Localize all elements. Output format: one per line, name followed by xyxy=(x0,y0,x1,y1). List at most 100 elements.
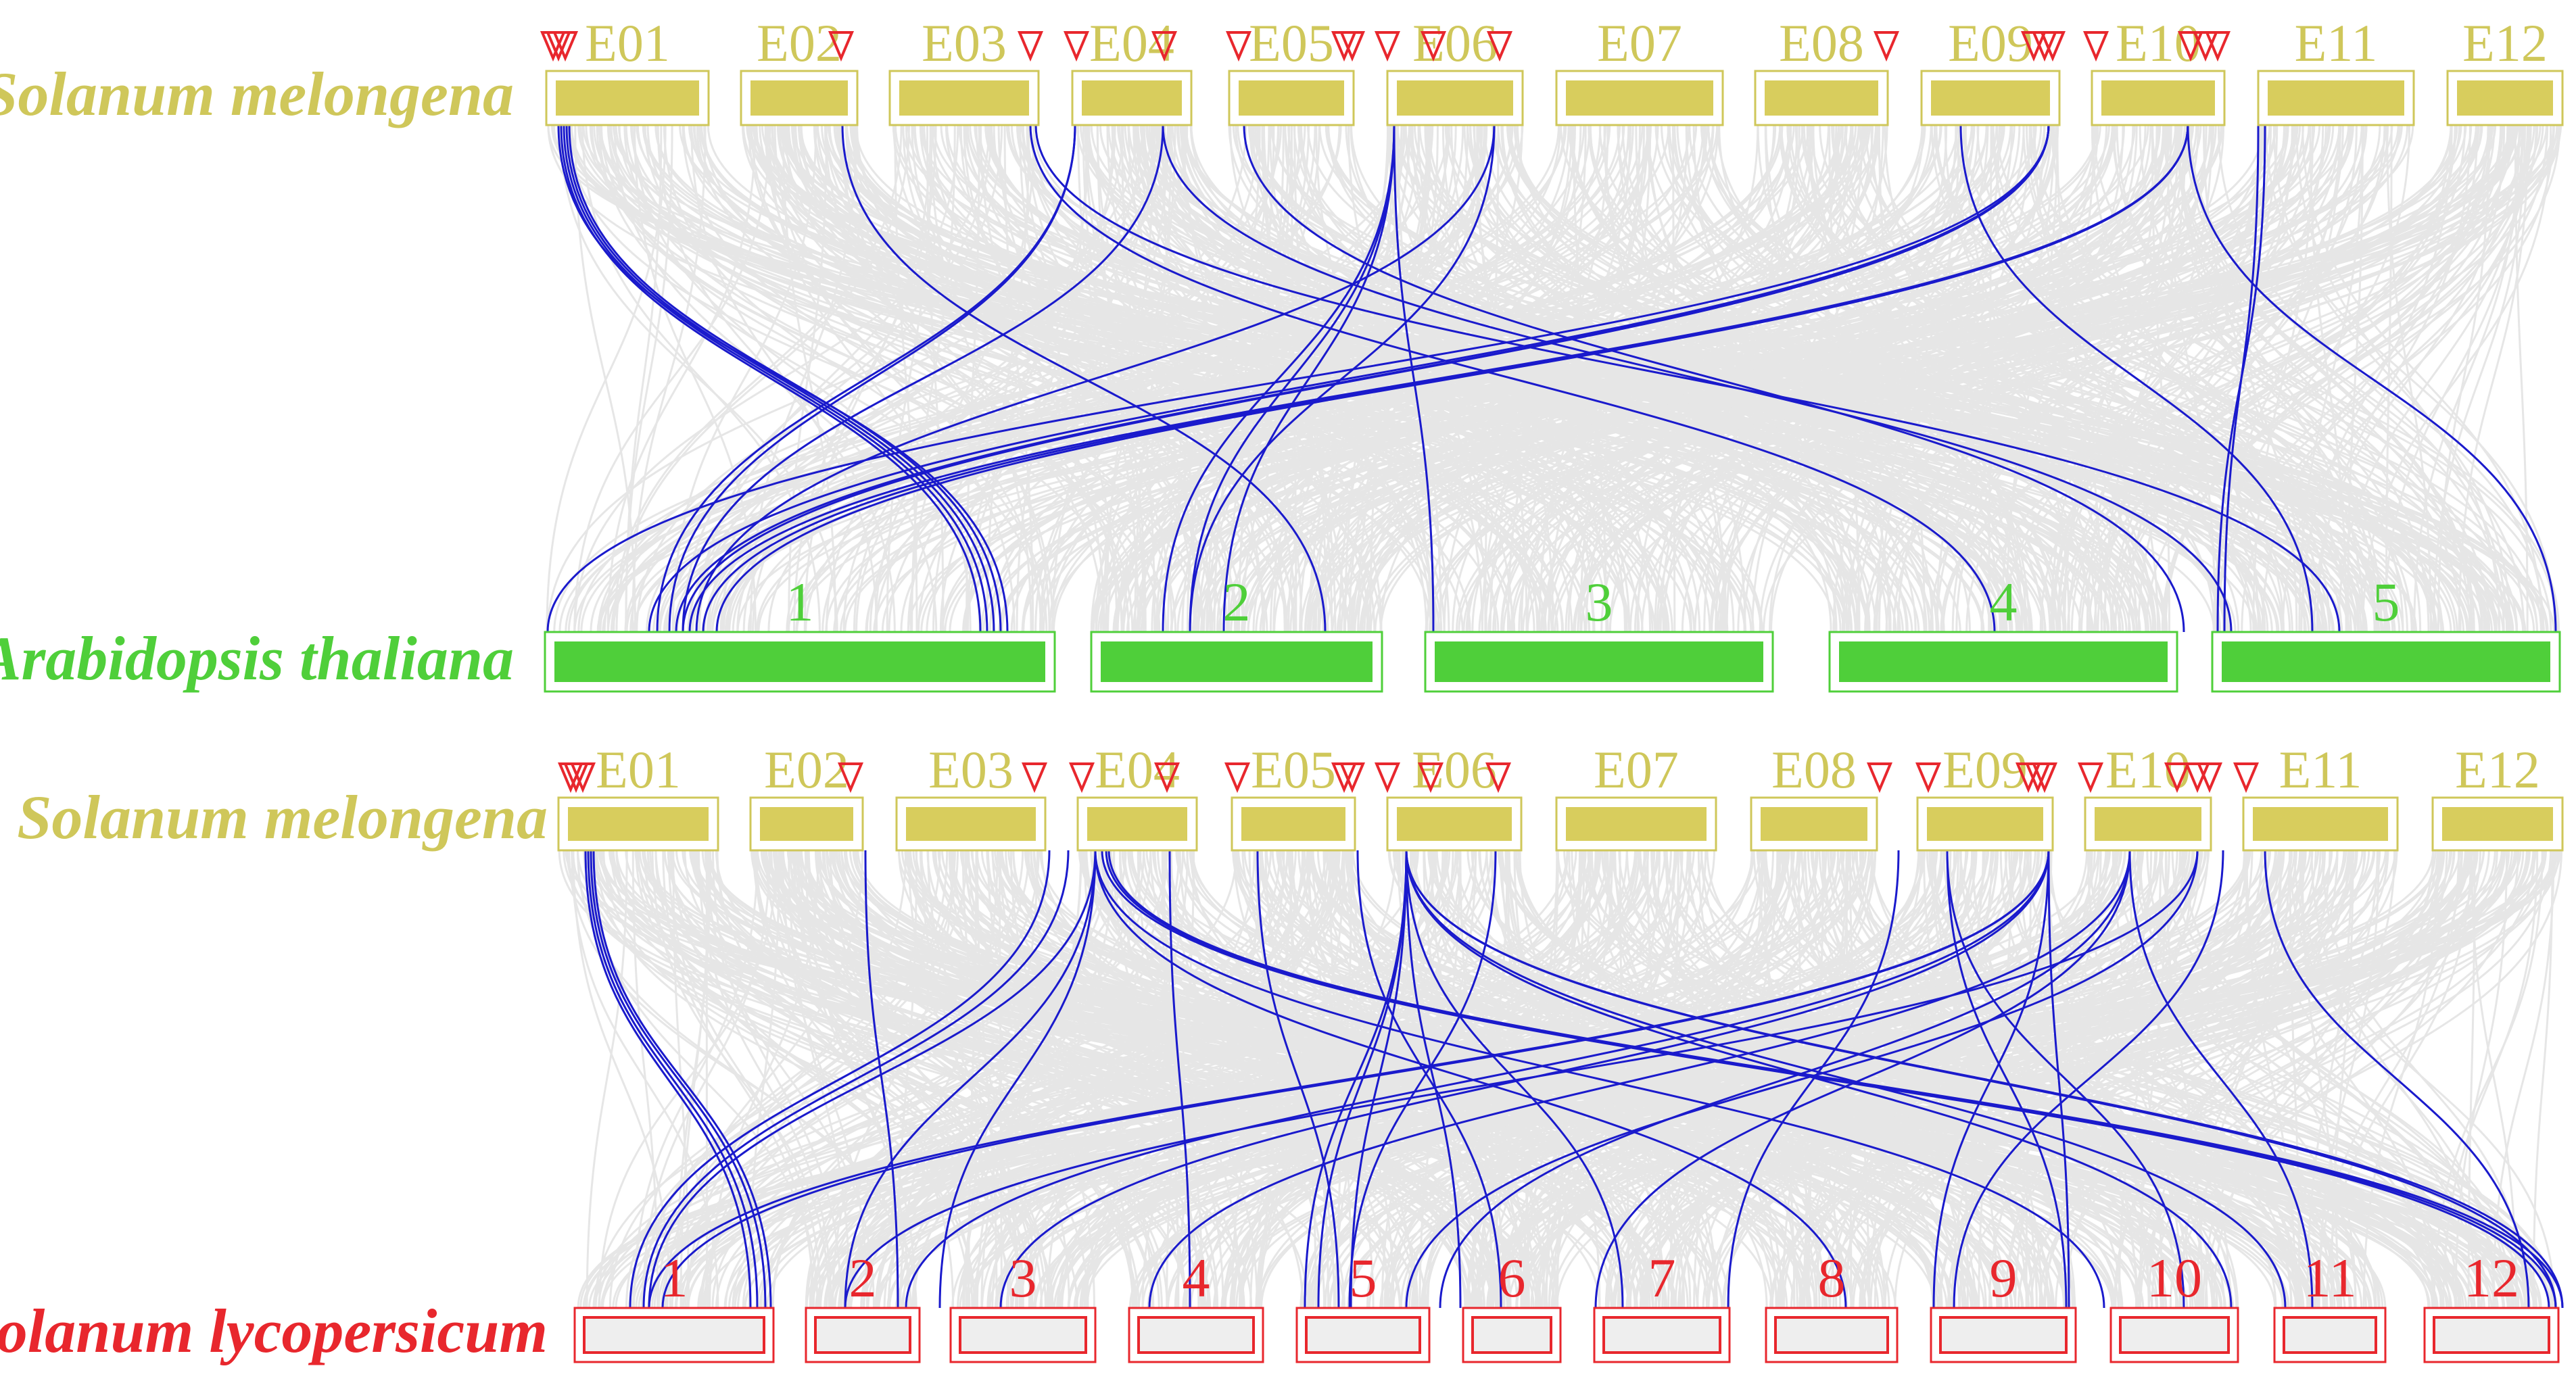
melongena-bottom-chr-bar-E04 xyxy=(1087,807,1187,841)
background-link xyxy=(1800,124,2383,633)
melongena-bottom-chr-outline-E09 xyxy=(1916,796,2054,852)
highlighted-link xyxy=(1168,850,1191,1309)
highlighted-link xyxy=(1405,850,1624,1309)
highlighted-link xyxy=(1946,850,2068,1309)
background-link xyxy=(1867,850,1984,1309)
background-link xyxy=(649,850,1483,1309)
thaliana-chr-label-4: 4 xyxy=(1990,571,2018,633)
gene-marker-triangle xyxy=(2031,762,2058,794)
background-synteny-links-panel-2 xyxy=(558,850,2562,1309)
background-link xyxy=(1633,850,2510,1309)
lycopersicum-chr-label-11: 11 xyxy=(2304,1247,2357,1309)
gene-marker-triangle xyxy=(1063,31,1090,62)
highlighted-link xyxy=(629,850,1051,1309)
background-link xyxy=(1855,850,2181,1309)
species-label-melongena-top: Solanum melongena xyxy=(0,59,514,128)
thaliana-chr-outline-3 xyxy=(1424,631,1774,693)
lycopersicum-chr-bar-8 xyxy=(1774,1316,1889,1354)
background-link xyxy=(1951,850,2053,1309)
background-link xyxy=(966,850,2376,1309)
melongena-bottom-chr-outline-E05 xyxy=(1231,796,1356,852)
lycopersicum-chr-bar-3 xyxy=(959,1316,1087,1354)
gene-marker-triangle xyxy=(1485,762,1512,794)
lycopersicum-chr-label-6: 6 xyxy=(1498,1247,1526,1309)
gene-marker-triangle xyxy=(1374,31,1401,62)
background-link xyxy=(999,850,1153,1309)
gene-marker-triangle xyxy=(2164,762,2191,794)
background-link xyxy=(842,850,1613,1309)
melongena-bottom-chr-label-E07: E07 xyxy=(1594,740,1679,799)
melongena-bottom-chr-bar-E03 xyxy=(906,807,1036,841)
melongena-bottom-chr-bar-E01 xyxy=(568,807,709,841)
gene-marker-triangle xyxy=(1339,31,1366,62)
lycopersicum-chr-bar-9 xyxy=(1939,1316,2068,1354)
gene-marker-triangle xyxy=(2082,31,2109,62)
lycopersicum-chr-label-12: 12 xyxy=(2464,1247,2519,1309)
melongena-bottom-chr-bar-E11 xyxy=(2253,807,2388,841)
melongena-top-chr-label-E03: E03 xyxy=(922,14,1007,72)
melongena-bottom-chr-label-E08: E08 xyxy=(1771,740,1857,799)
background-link xyxy=(631,124,1288,633)
melongena-bottom-chr-label-E01: E01 xyxy=(596,740,681,799)
lycopersicum-chr-outline-6 xyxy=(1462,1307,1562,1363)
melongena-top-chr-bar-E10 xyxy=(2101,80,2215,116)
lycopersicum-chr-bar-12 xyxy=(2433,1316,2550,1354)
background-link xyxy=(1443,124,1649,633)
thaliana-chr-label-3: 3 xyxy=(1585,571,1613,633)
background-link xyxy=(1196,124,1846,633)
background-link xyxy=(1995,124,2558,633)
background-link xyxy=(1524,850,2358,1309)
melongena-top-chr-outline-E06 xyxy=(1386,70,1524,126)
background-link xyxy=(2362,124,2552,633)
highlighted-link xyxy=(1162,124,2233,633)
background-link xyxy=(755,124,1471,633)
gene-markers xyxy=(540,31,2260,794)
highlighted-link xyxy=(1959,124,2314,633)
melongena-bottom-chr-outline-E12 xyxy=(2431,796,2564,852)
melongena-bottom-chr-label-E11: E11 xyxy=(2279,740,2362,799)
background-link xyxy=(1865,124,2515,633)
highlighted-link xyxy=(682,124,2050,633)
melongena-top-chr-bar-E05 xyxy=(1239,80,1344,116)
background-link xyxy=(667,850,822,1309)
background-link xyxy=(1935,124,2055,633)
highlighted-link xyxy=(1256,850,1340,1309)
lycopersicum-chr-bar-1 xyxy=(583,1316,765,1354)
background-link xyxy=(567,124,1161,633)
background-link xyxy=(2261,124,2479,633)
highlighted-link xyxy=(1953,850,2224,1309)
gene-marker-triangle xyxy=(837,762,864,794)
background-link xyxy=(753,850,1051,1309)
background-link xyxy=(1588,124,2166,633)
background-link xyxy=(921,124,1926,633)
background-link xyxy=(1587,850,2167,1309)
gene-marker-triangle xyxy=(828,31,855,62)
background-link xyxy=(1711,124,2289,633)
highlighted-link xyxy=(590,850,767,1309)
background-link xyxy=(1786,124,2352,633)
background-link xyxy=(2038,850,2482,1309)
lycopersicum-chr-outline-12 xyxy=(2423,1307,2560,1363)
background-link xyxy=(2114,124,2537,633)
background-link xyxy=(1516,850,2535,1309)
background-link xyxy=(1541,850,1782,1309)
background-link xyxy=(2145,124,2549,633)
background-link xyxy=(1762,124,2531,633)
highlighted-link xyxy=(1034,124,2341,633)
background-link xyxy=(1933,124,2552,633)
background-link xyxy=(691,850,1472,1309)
highlighted-link xyxy=(1348,850,1497,1309)
highlighted-link xyxy=(648,850,1097,1309)
melongena-bottom-chr-bar-E09 xyxy=(1927,807,2043,841)
background-link xyxy=(1093,850,1804,1309)
background-link xyxy=(631,124,707,633)
thaliana-chr-bar-4 xyxy=(1839,641,2168,682)
background-link xyxy=(1092,124,2555,633)
background-link xyxy=(1118,124,1497,633)
background-link xyxy=(1751,124,1957,633)
background-link xyxy=(1848,850,1870,1309)
background-link xyxy=(2137,850,2514,1309)
highlighted-link xyxy=(1094,850,1847,1309)
lycopersicum-chr-outline-1 xyxy=(573,1307,775,1363)
lycopersicum-chr-bar-4 xyxy=(1137,1316,1255,1354)
